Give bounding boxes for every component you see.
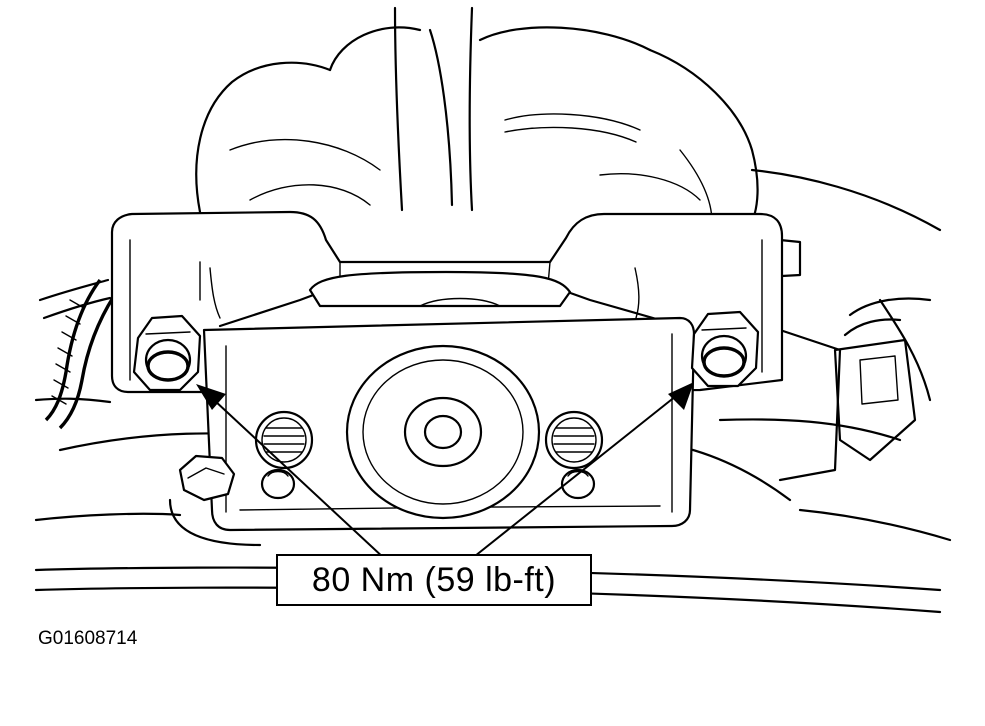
bolt-lower-left xyxy=(178,454,236,502)
bolt-right xyxy=(690,310,760,388)
engine-housing xyxy=(195,6,759,232)
figure-id: G01608714 xyxy=(38,628,138,649)
stud-left xyxy=(254,410,314,500)
callout-arrow-left xyxy=(196,384,387,561)
wiring-harness xyxy=(34,278,182,522)
torque-label: 80 Nm (59 lb-ft) xyxy=(311,560,557,599)
torque-callout: 80 Nm (59 lb-ft) xyxy=(276,554,592,606)
callout-arrow-right xyxy=(469,382,694,561)
isolator xyxy=(345,344,541,520)
stud-right xyxy=(544,410,604,500)
bolt-left xyxy=(132,314,202,392)
right-connector xyxy=(718,168,952,542)
